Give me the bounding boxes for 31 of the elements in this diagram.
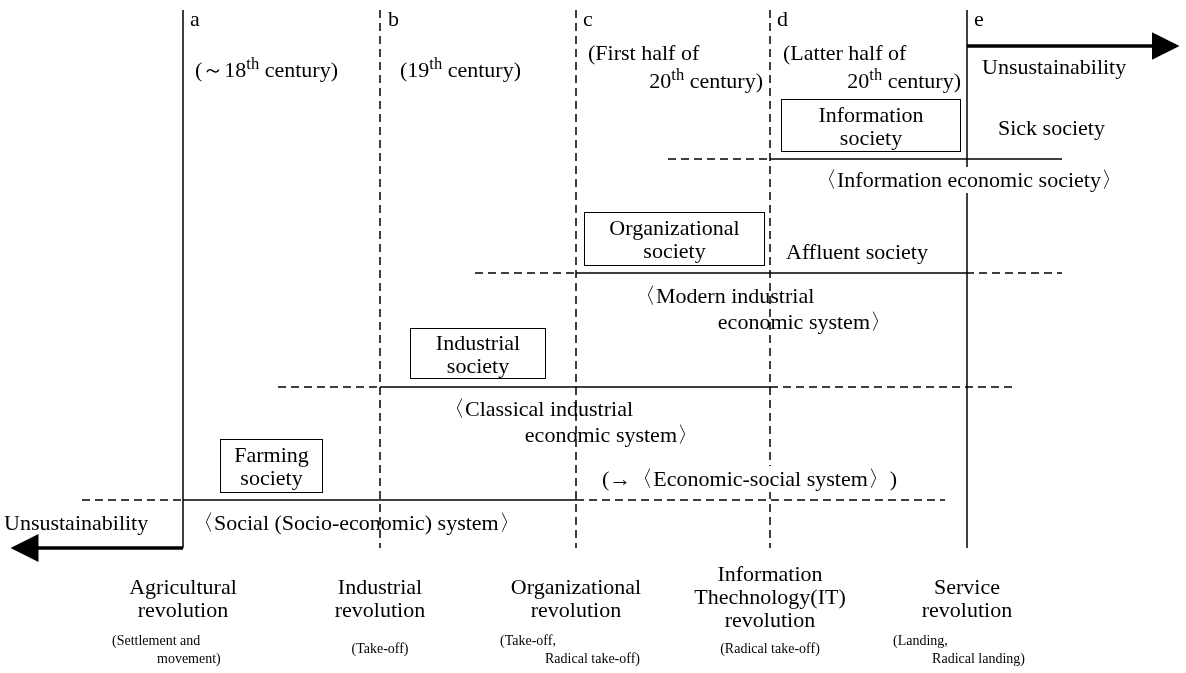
period-label: (Latter half of 20$^{th}$ century) <box>783 39 961 95</box>
revolution-note: (Radical take-off) <box>719 640 821 658</box>
society-box: Information society <box>781 99 961 152</box>
period-label: (19$^{th}$ century) <box>400 57 521 83</box>
system-label: (→〈Economic-social system〉) <box>602 466 898 492</box>
system-label: 〈Classical industrial economic system〉 <box>443 396 699 448</box>
status-label: Unsustainability <box>982 54 1127 80</box>
period-label: (First half of 20$^{th}$ century) <box>588 39 763 95</box>
revolution-label: Organizational revolution <box>509 575 643 621</box>
period-label: (～18$^{th}$ century) <box>195 57 338 83</box>
period-letter: d <box>777 6 788 32</box>
system-label: 〈Modern industrial economic system〉 <box>634 283 892 335</box>
revolution-label: Industrial revolution <box>333 575 427 621</box>
society-box: Organizational society <box>584 212 765 266</box>
period-letter: c <box>583 6 593 32</box>
system-label: 〈Social (Socio-economic) system〉 <box>192 510 521 536</box>
revolution-note: (Settlement and movement) <box>112 632 222 668</box>
period-letter: e <box>974 6 984 32</box>
society-box: Farming society <box>220 439 323 493</box>
revolution-label: Information Thechnology(IT) revolution <box>693 562 847 631</box>
revolution-note: (Landing, Radical landing) <box>893 632 1025 668</box>
revolution-note: (Take-off, Radical take-off) <box>500 632 640 668</box>
society-label: Affluent society <box>786 239 928 265</box>
status-label: Unsustainability <box>4 510 149 536</box>
revolution-label: Agricultural revolution <box>128 575 238 621</box>
revolution-note: (Take-off) <box>350 640 410 658</box>
period-letter: b <box>388 6 399 32</box>
society-label: Sick society <box>998 115 1105 141</box>
revolution-label: Service revolution <box>920 575 1014 621</box>
period-letter: a <box>190 6 200 32</box>
society-box: Industrial society <box>410 328 546 379</box>
